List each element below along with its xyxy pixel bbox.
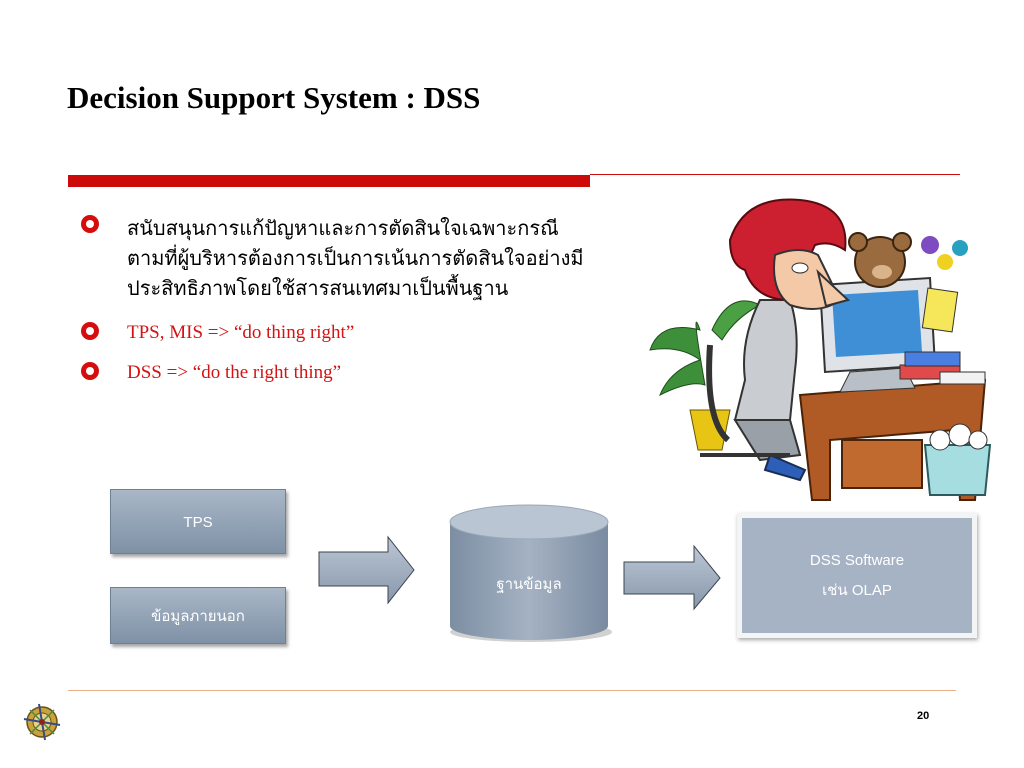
cartoon-office-worker-illustration	[649, 198, 992, 501]
footer-divider	[68, 690, 956, 691]
title-divider-thick	[68, 175, 590, 187]
bullet-text: DSS => “do the right thing”	[127, 362, 342, 383]
database-label: ฐานข้อมูล	[496, 576, 562, 593]
bullet-line: สนับสนุนการแก้ปัญหาและการตัดสินใจเฉพาะกร…	[127, 218, 559, 240]
external-data-box: ข้อมูลภายนอก	[110, 587, 286, 644]
bullet-text: TPS, MIS => “do thing right”	[127, 322, 355, 343]
dss-example-label: เช่น OLAP	[822, 581, 892, 599]
ring-bullet-icon	[81, 215, 99, 233]
database-cylinder-icon	[449, 504, 612, 642]
bullet-item: TPS, MIS => “do thing right”	[78, 320, 638, 346]
external-data-label: ข้อมูลภายนอก	[151, 607, 245, 625]
bullet-line: ประสิทธิภาพโดยใช้สารสนเทศมาเป็นพื้นฐาน	[127, 278, 509, 300]
right-arrow-icon	[318, 535, 415, 605]
dss-software-box: DSS Software เช่น OLAP	[737, 513, 977, 638]
page-number: 20	[917, 710, 930, 722]
bullet-item: สนับสนุนการแก้ปัญหาและการตัดสินใจเฉพาะกร…	[78, 212, 638, 306]
title-divider-thin	[590, 174, 960, 175]
tps-label: TPS	[183, 514, 213, 531]
page-title: Decision Support System : DSS	[67, 80, 481, 115]
bullet-list: สนับสนุนการแก้ปัญหาและการตัดสินใจเฉพาะกร…	[78, 215, 638, 400]
dss-software-label: DSS Software	[809, 551, 905, 569]
bullet-line: ตามที่ผู้บริหารต้องการเป็นการเน้นการตัดส…	[127, 248, 584, 270]
ring-bullet-icon	[81, 362, 99, 380]
bullet-item: DSS => “do the right thing”	[78, 360, 638, 386]
tps-box: TPS	[110, 489, 286, 554]
compass-logo-icon	[23, 703, 61, 741]
right-arrow-icon	[623, 544, 721, 611]
ring-bullet-icon	[81, 322, 99, 340]
